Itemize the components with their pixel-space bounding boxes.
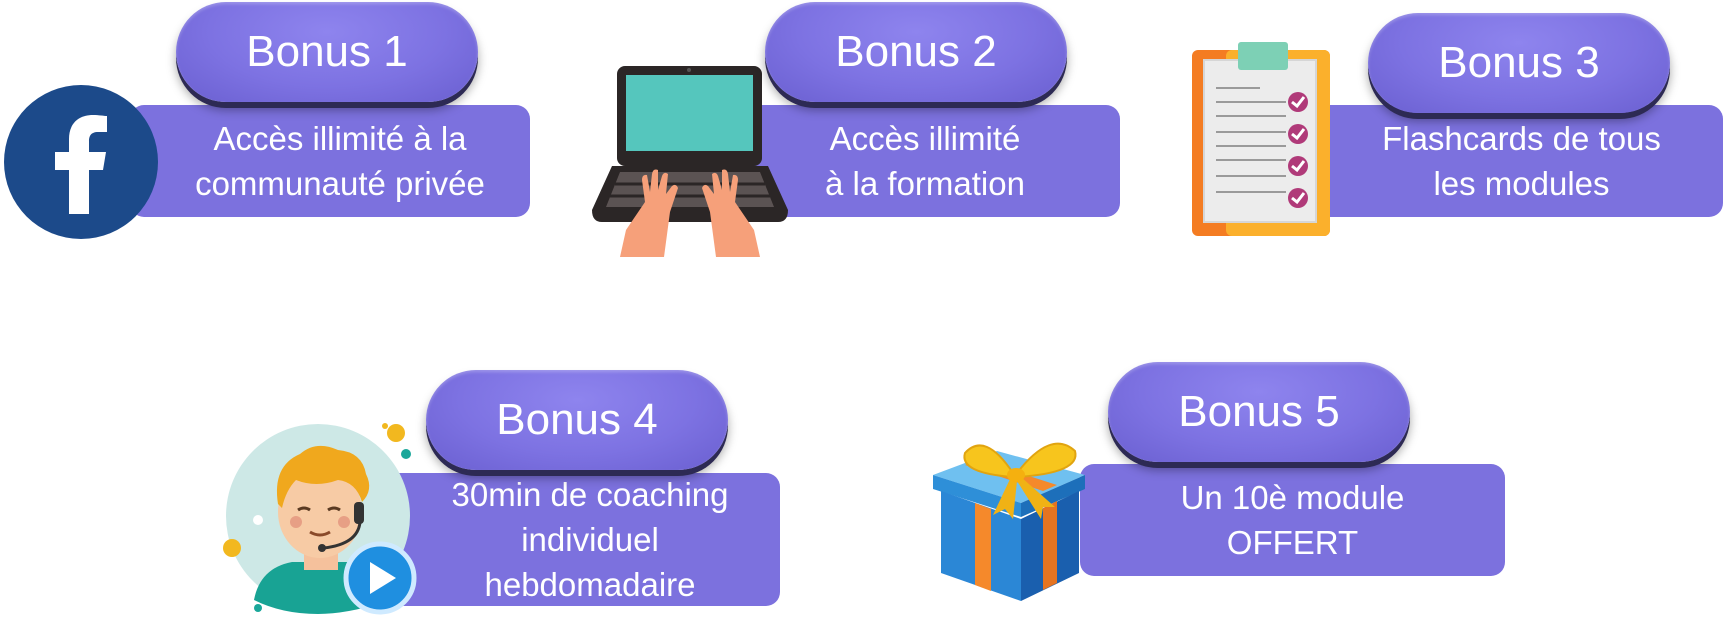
bonus-1-line-1: Accès illimité à la <box>213 120 467 157</box>
facebook-icon <box>4 85 158 239</box>
bonus-2-description-box: Accès illimité à la formation <box>730 105 1120 217</box>
bonus-1-title-pill: Bonus 1 <box>176 2 478 102</box>
bonus-1-line-2: communauté privée <box>195 165 485 202</box>
bonus-1-description-box: Accès illimité à la communauté privée <box>130 105 530 217</box>
bonus-5-title-pill: Bonus 5 <box>1108 362 1410 462</box>
bonus-2-line-2: à la formation <box>825 165 1025 202</box>
bonus-2-title-pill: Bonus 2 <box>765 2 1067 102</box>
bonus-4-line-3: hebdomadaire <box>484 566 696 603</box>
bonus-5-line-2: OFFERT <box>1226 524 1359 561</box>
bonus-3-title: Bonus 3 <box>1438 38 1600 87</box>
bonus-3-description-box: Flashcards de tous les modules <box>1310 105 1723 217</box>
laptop-icon <box>592 66 788 257</box>
bonus-5-title: Bonus 5 <box>1178 387 1340 436</box>
bonus-2-title: Bonus 2 <box>835 27 997 76</box>
bonus-1-title: Bonus 1 <box>246 27 408 76</box>
bonus-3-line-1: Flashcards de tous <box>1382 120 1661 157</box>
bonus-5-description-box: Un 10è module OFFERT <box>1080 464 1505 576</box>
bonus-4-line-2: individuel <box>521 521 659 558</box>
bonus-3-line-2: les modules <box>1433 165 1610 202</box>
bonus-3-title-pill: Bonus 3 <box>1368 13 1670 113</box>
coach-headset-icon <box>223 423 417 615</box>
bonus-2-line-1: Accès illimité <box>829 120 1021 157</box>
bonus-5-line-1: Un 10è module <box>1180 479 1405 516</box>
bonus-4-title-pill: Bonus 4 <box>426 370 728 470</box>
clipboard-checklist-icon <box>1192 42 1330 236</box>
bonus-4-description-box: 30min de coaching individuel hebdomadair… <box>380 473 780 606</box>
gift-icon <box>933 442 1085 601</box>
bonus-4-line-1: 30min de coaching <box>451 476 729 513</box>
bonus-4-title: Bonus 4 <box>496 395 658 444</box>
